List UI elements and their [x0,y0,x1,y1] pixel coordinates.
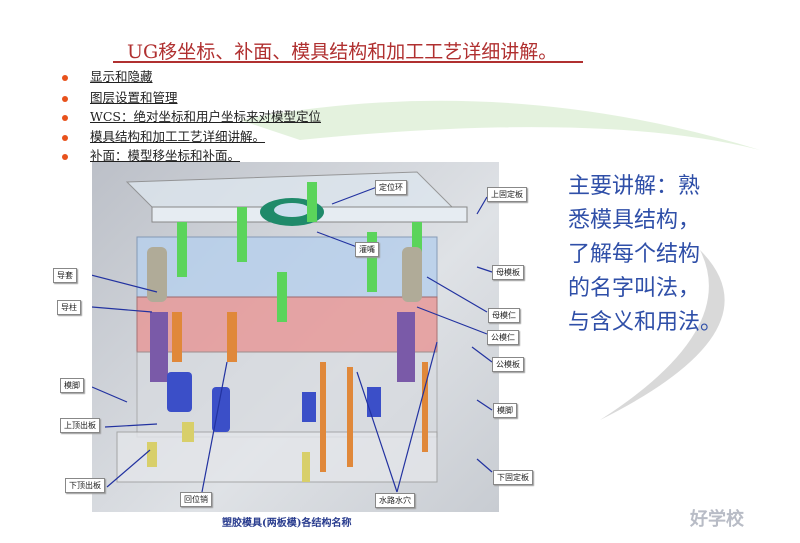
bullet-item: 图层设置和管理 [62,87,178,106]
side-description: 主要讲解：熟 悉模具结构， 了解每个结构 的名字叫法， 与含义和用法。 [568,170,768,340]
label-top-clamp-plate: 上固定板 [487,187,527,202]
label-locating-ring: 定位环 [375,180,407,195]
label-guide-pin: 导柱 [57,300,81,315]
side-line: 了解每个结构 [568,242,701,267]
bullet-item: 显示和隐藏 [62,66,153,85]
mold-diagram: 定位环 上固定板 灌嘴 导套 母模板 导柱 母模仁 公模仁 公模板 模脚 模脚 … [53,162,533,512]
label-sprue: 灌嘴 [355,242,379,257]
bullet-dot-icon [62,74,68,81]
label-guide-bushing: 导套 [53,268,77,283]
bullet-dot-icon [62,134,68,141]
side-line: 主要讲解：熟 [568,174,701,199]
bullet-dot-icon [62,95,68,102]
side-line: 悉模具结构， [568,208,701,233]
bullet-item: 补面：模型移坐标和补面。 [62,145,240,164]
label-lower-ejector-plate: 下顶出板 [65,478,105,493]
bullet-item: 模具结构和加工工艺详细讲解。 [62,126,265,145]
bullet-dot-icon [62,114,68,121]
label-return-pin: 回位销 [180,492,212,507]
label-support-left: 模脚 [60,378,84,393]
label-core-insert: 公模仁 [487,330,519,345]
mold-illustration [86,171,493,493]
label-core-plate: 公模板 [492,357,524,372]
site-logo: 好学校 [690,509,744,530]
label-support-right: 模脚 [493,403,517,418]
label-water-channel: 水路水穴 [375,493,415,508]
page-title: UG移坐标、补面、模具结构和加工工艺详细讲解。 [113,37,583,63]
bullet-dot-icon [62,153,68,160]
label-cavity-insert: 母模仁 [488,308,520,323]
label-upper-ejector-plate: 上顶出板 [60,418,100,433]
label-bottom-clamp-plate: 下固定板 [493,470,533,485]
figure-caption: 塑胶模具(两板模)各结构名称 [222,518,352,529]
bullet-item: WCS：绝对坐标和用户坐标来对模型定位 [62,106,321,125]
side-line: 与含义和用法。 [568,310,723,335]
side-line: 的名字叫法， [568,276,701,301]
label-cavity-plate: 母模板 [492,265,524,280]
